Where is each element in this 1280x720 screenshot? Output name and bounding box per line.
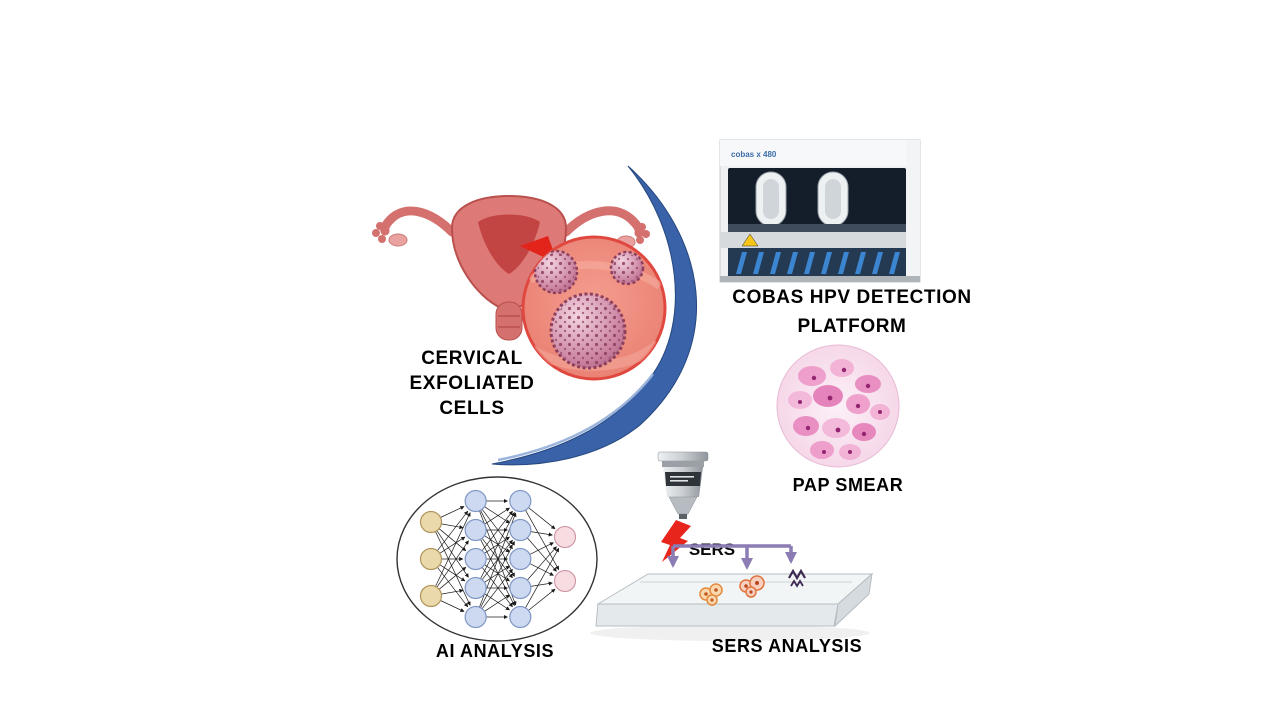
machine-window xyxy=(728,168,906,232)
blue-curve-arrow xyxy=(491,165,697,466)
neural-network-diagram xyxy=(396,476,598,642)
ai-analysis-label: AI ANALYSIS xyxy=(435,641,555,661)
hpv-virus-magnifier xyxy=(521,235,667,381)
glass-slide xyxy=(590,568,874,641)
uterine-cavity xyxy=(478,214,540,274)
cervix xyxy=(495,301,523,341)
sers-analysis-label: SERS ANALYSIS xyxy=(711,636,863,656)
hpv-virion-large xyxy=(549,292,627,370)
sers-beam-label: SERS xyxy=(689,540,735,559)
ovary-left xyxy=(388,233,408,247)
cobas-machine-photo: cobas x 480 xyxy=(719,139,921,283)
fimbriae-right-icon xyxy=(636,223,650,244)
fimbriae-left-icon xyxy=(372,222,386,243)
warning-icon xyxy=(741,233,759,247)
pap-smear-image xyxy=(776,344,900,468)
pap-smear-label: PAP SMEAR xyxy=(792,475,904,495)
hpv-virion-small xyxy=(609,250,645,286)
microscope-objective-icon xyxy=(657,451,709,519)
spectra-marks-icon xyxy=(788,568,806,588)
cobas-platform-label: COBAS HPV DETECTION PLATFORM xyxy=(732,287,972,337)
hpv-virion-medium xyxy=(533,249,579,295)
machine-brand-text: cobas x 480 xyxy=(731,150,777,159)
scan-arrows xyxy=(667,544,797,570)
neural-network-nodes xyxy=(419,489,577,629)
cervical-cells-label: CERVICAL EXFOLIATED CELLS xyxy=(409,348,535,419)
